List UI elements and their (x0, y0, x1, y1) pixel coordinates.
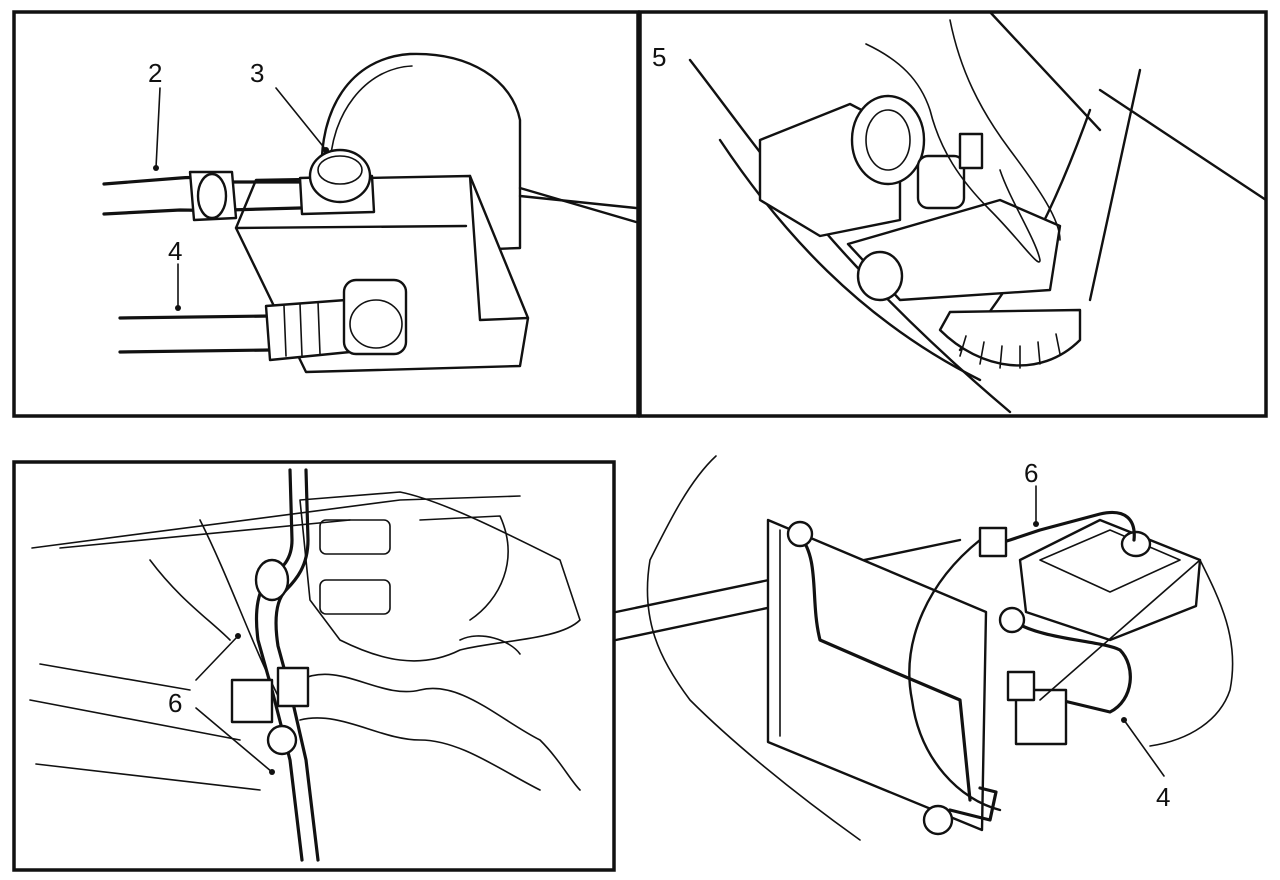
housing-rib (988, 10, 1102, 132)
leader-6-upper-dot (235, 633, 241, 639)
fitting-2-nut (196, 172, 228, 220)
valve-stem (958, 132, 984, 170)
pipe-6-overview (988, 510, 1136, 548)
leader-to-panel-right (518, 186, 638, 224)
bracket-right (276, 666, 310, 708)
leader-6-lower (195, 707, 273, 773)
leader-4-dot (175, 305, 181, 311)
drier-overview-curve (908, 538, 1002, 812)
pipe-6-fitting (978, 526, 1008, 558)
shadow-contour-2 (299, 717, 541, 791)
condenser-bend (948, 786, 998, 822)
leader-3-dot (323, 147, 329, 153)
leader-6-upper (195, 635, 239, 681)
pipe-6-right-edge (274, 468, 320, 862)
engine-part-1 (319, 519, 391, 555)
housing-edge-right (1098, 88, 1268, 202)
callout-6-right: 6 (1024, 458, 1038, 488)
housing-rib-2 (1088, 68, 1142, 302)
callout-2: 2 (148, 58, 162, 88)
pipe-4-overview (1010, 618, 1132, 714)
connector-ring-inner (865, 109, 911, 171)
leader-overview (1039, 559, 1201, 701)
frame-member-3 (29, 699, 241, 741)
engine-part-2 (319, 579, 391, 615)
panel-pipe-routing: 6 (12, 460, 616, 872)
condenser-port-top (786, 520, 814, 548)
hose-4-lower (118, 348, 272, 354)
housing-curve-inner (718, 138, 982, 382)
bracket-left (230, 678, 274, 724)
block-edge (468, 174, 530, 322)
leader-3 (275, 87, 327, 151)
leader-4-right (1123, 719, 1165, 777)
condenser-pipe (798, 534, 972, 802)
panel-system-overview: 6 4 (614, 455, 1234, 841)
engine-part-3 (419, 515, 509, 621)
panel-frame-bottom-left (12, 460, 616, 872)
leader-4-right-dot (1121, 717, 1127, 723)
frame-member-1 (31, 495, 521, 549)
frame-member-7 (149, 559, 231, 641)
connector-ring (850, 94, 926, 186)
leader-6-right-dot (1033, 521, 1039, 527)
leader-2-dot (153, 165, 159, 171)
condenser-port-bottom (922, 804, 954, 836)
callout-4-right: 4 (1156, 782, 1170, 812)
engine-unit (1018, 518, 1202, 642)
callout-3: 3 (250, 58, 264, 88)
callout-5: 5 (652, 42, 666, 72)
shadow-contour-1 (299, 673, 581, 791)
body-contour-left (646, 455, 861, 841)
cap-4 (342, 278, 408, 356)
lower-nut (856, 250, 904, 302)
hose-4-upper (118, 314, 272, 320)
panel-frame-top-left (12, 10, 640, 418)
wire-harness-1 (865, 43, 1041, 263)
panel-frame-top-right (638, 10, 1268, 418)
leader-2 (155, 87, 161, 169)
drier-base (938, 308, 1082, 367)
block-edge-top (234, 224, 468, 230)
leader-6-lower-dot (269, 769, 275, 775)
cap-3-top (317, 155, 363, 185)
panel-receiver-drier: 2 3 4 (12, 10, 640, 418)
pipe-4-port (998, 606, 1026, 634)
fitting-4 (264, 298, 352, 362)
fitting-4-threads (283, 301, 321, 357)
engine-port (1120, 530, 1152, 558)
callout-6-left: 6 (168, 688, 182, 718)
engine-unit-top (1039, 529, 1181, 593)
wire-harness-2 (949, 19, 1061, 241)
frame-member-4 (39, 663, 191, 691)
cap-3 (308, 148, 372, 204)
leader-to-panel-right-2 (518, 194, 638, 210)
body-contour-right (1149, 559, 1234, 747)
panel-fitting-detail: 5 (638, 10, 1268, 418)
base-ribs (959, 333, 1061, 369)
engine-outline (299, 491, 581, 662)
pipe-joint-lower (266, 724, 298, 756)
connector-nut (916, 154, 966, 210)
engine-clip (459, 635, 521, 655)
callout-4: 4 (168, 236, 182, 266)
cap-4-face (349, 299, 403, 349)
frame-member-5 (35, 763, 261, 791)
drier-overview-fitting (1006, 670, 1036, 702)
pipe-joint-upper (254, 558, 290, 602)
